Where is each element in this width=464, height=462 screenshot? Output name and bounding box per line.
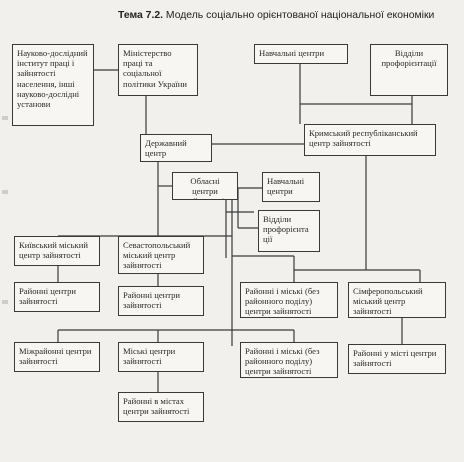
kyiv-district-box: Районні центри зайнятості — [14, 282, 100, 312]
career-guidance-top-box: Відділи профорієнтації — [370, 44, 448, 96]
box-label: Міжрайонні центри зайнятості — [19, 346, 92, 367]
box-label: Відділи профорієнта ції — [263, 214, 309, 245]
box-label: Районні в містах центри зайнятості — [123, 396, 190, 417]
box-label: Сімферопольський міський центр зайнятост… — [353, 286, 423, 317]
scan-mark — [2, 190, 8, 194]
box-label: Науково-дослідний інститут праці і зайня… — [17, 48, 88, 110]
box-label: Відділи профорієнтації — [381, 48, 437, 69]
career-guidance-mid-box: Відділи профорієнта ції — [258, 210, 320, 252]
scan-mark — [2, 300, 8, 304]
box-label: Севастопольський міський центр зайнятост… — [123, 240, 191, 271]
box-label: Міські центри зайнятості — [123, 346, 176, 367]
box-label: Районні і міські (без районного поділу) … — [245, 346, 320, 377]
research-institute-box: Науково-дослідний інститут праці і зайня… — [12, 44, 94, 126]
ministry-box: Міністерство праці та соціальної політик… — [118, 44, 198, 96]
box-label: Обласні центри зайнятості — [186, 176, 224, 199]
regional-district-city-box: Районні і міські (без районного поділу) … — [240, 342, 338, 378]
topic-title: Модель соціально орієнтованої національн… — [165, 10, 435, 21]
box-label: Київський міський центр зайнятості — [19, 240, 88, 261]
box-label: Районні центри зайнятості — [123, 290, 180, 311]
page-title: Тема 7.2. Модель соціально орієнтованої … — [118, 10, 462, 21]
city-centers-box: Міські центри зайнятості — [118, 342, 204, 372]
training-centers-mid-box: Навчальні центри — [262, 172, 320, 202]
simferopol-district-box: Районні у місті центри зайнятості — [348, 344, 446, 374]
box-label: Кримський республіканський центр зайнято… — [309, 128, 418, 149]
box-label: Міністерство праці та соціальної політик… — [123, 48, 187, 89]
crimea-district-city-box: Районні і міські (без районного поділу) … — [240, 282, 338, 318]
box-label: Районні і міські (без районного поділу) … — [245, 286, 320, 317]
city-district-centers-box: Районні в містах центри зайнятості — [118, 392, 204, 422]
scan-mark — [2, 116, 8, 120]
state-center-box: Державний центр — [140, 134, 212, 162]
interdistrict-box: Міжрайонні центри зайнятості — [14, 342, 100, 372]
box-label: Районні у місті центри зайнятості — [353, 348, 437, 369]
simferopol-center-box: Сімферопольський міський центр зайнятост… — [348, 282, 446, 318]
crimea-center-box: Кримський республіканський центр зайнято… — [304, 124, 436, 156]
regional-centers-box: Обласні центри зайнятості — [172, 172, 238, 200]
box-label: Державний центр — [145, 138, 187, 159]
kyiv-center-box: Київський міський центр зайнятості — [14, 236, 100, 266]
box-label: Районні центри зайнятості — [19, 286, 76, 307]
sevastopol-district-box: Районні центри зайнятості — [118, 286, 204, 316]
topic-number: Тема 7.2. — [118, 10, 164, 21]
box-label: Навчальні центри — [259, 48, 325, 58]
training-centers-top-box: Навчальні центри — [254, 44, 348, 64]
sevastopol-center-box: Севастопольський міський центр зайнятост… — [118, 236, 204, 274]
box-label: Навчальні центри — [267, 176, 305, 197]
